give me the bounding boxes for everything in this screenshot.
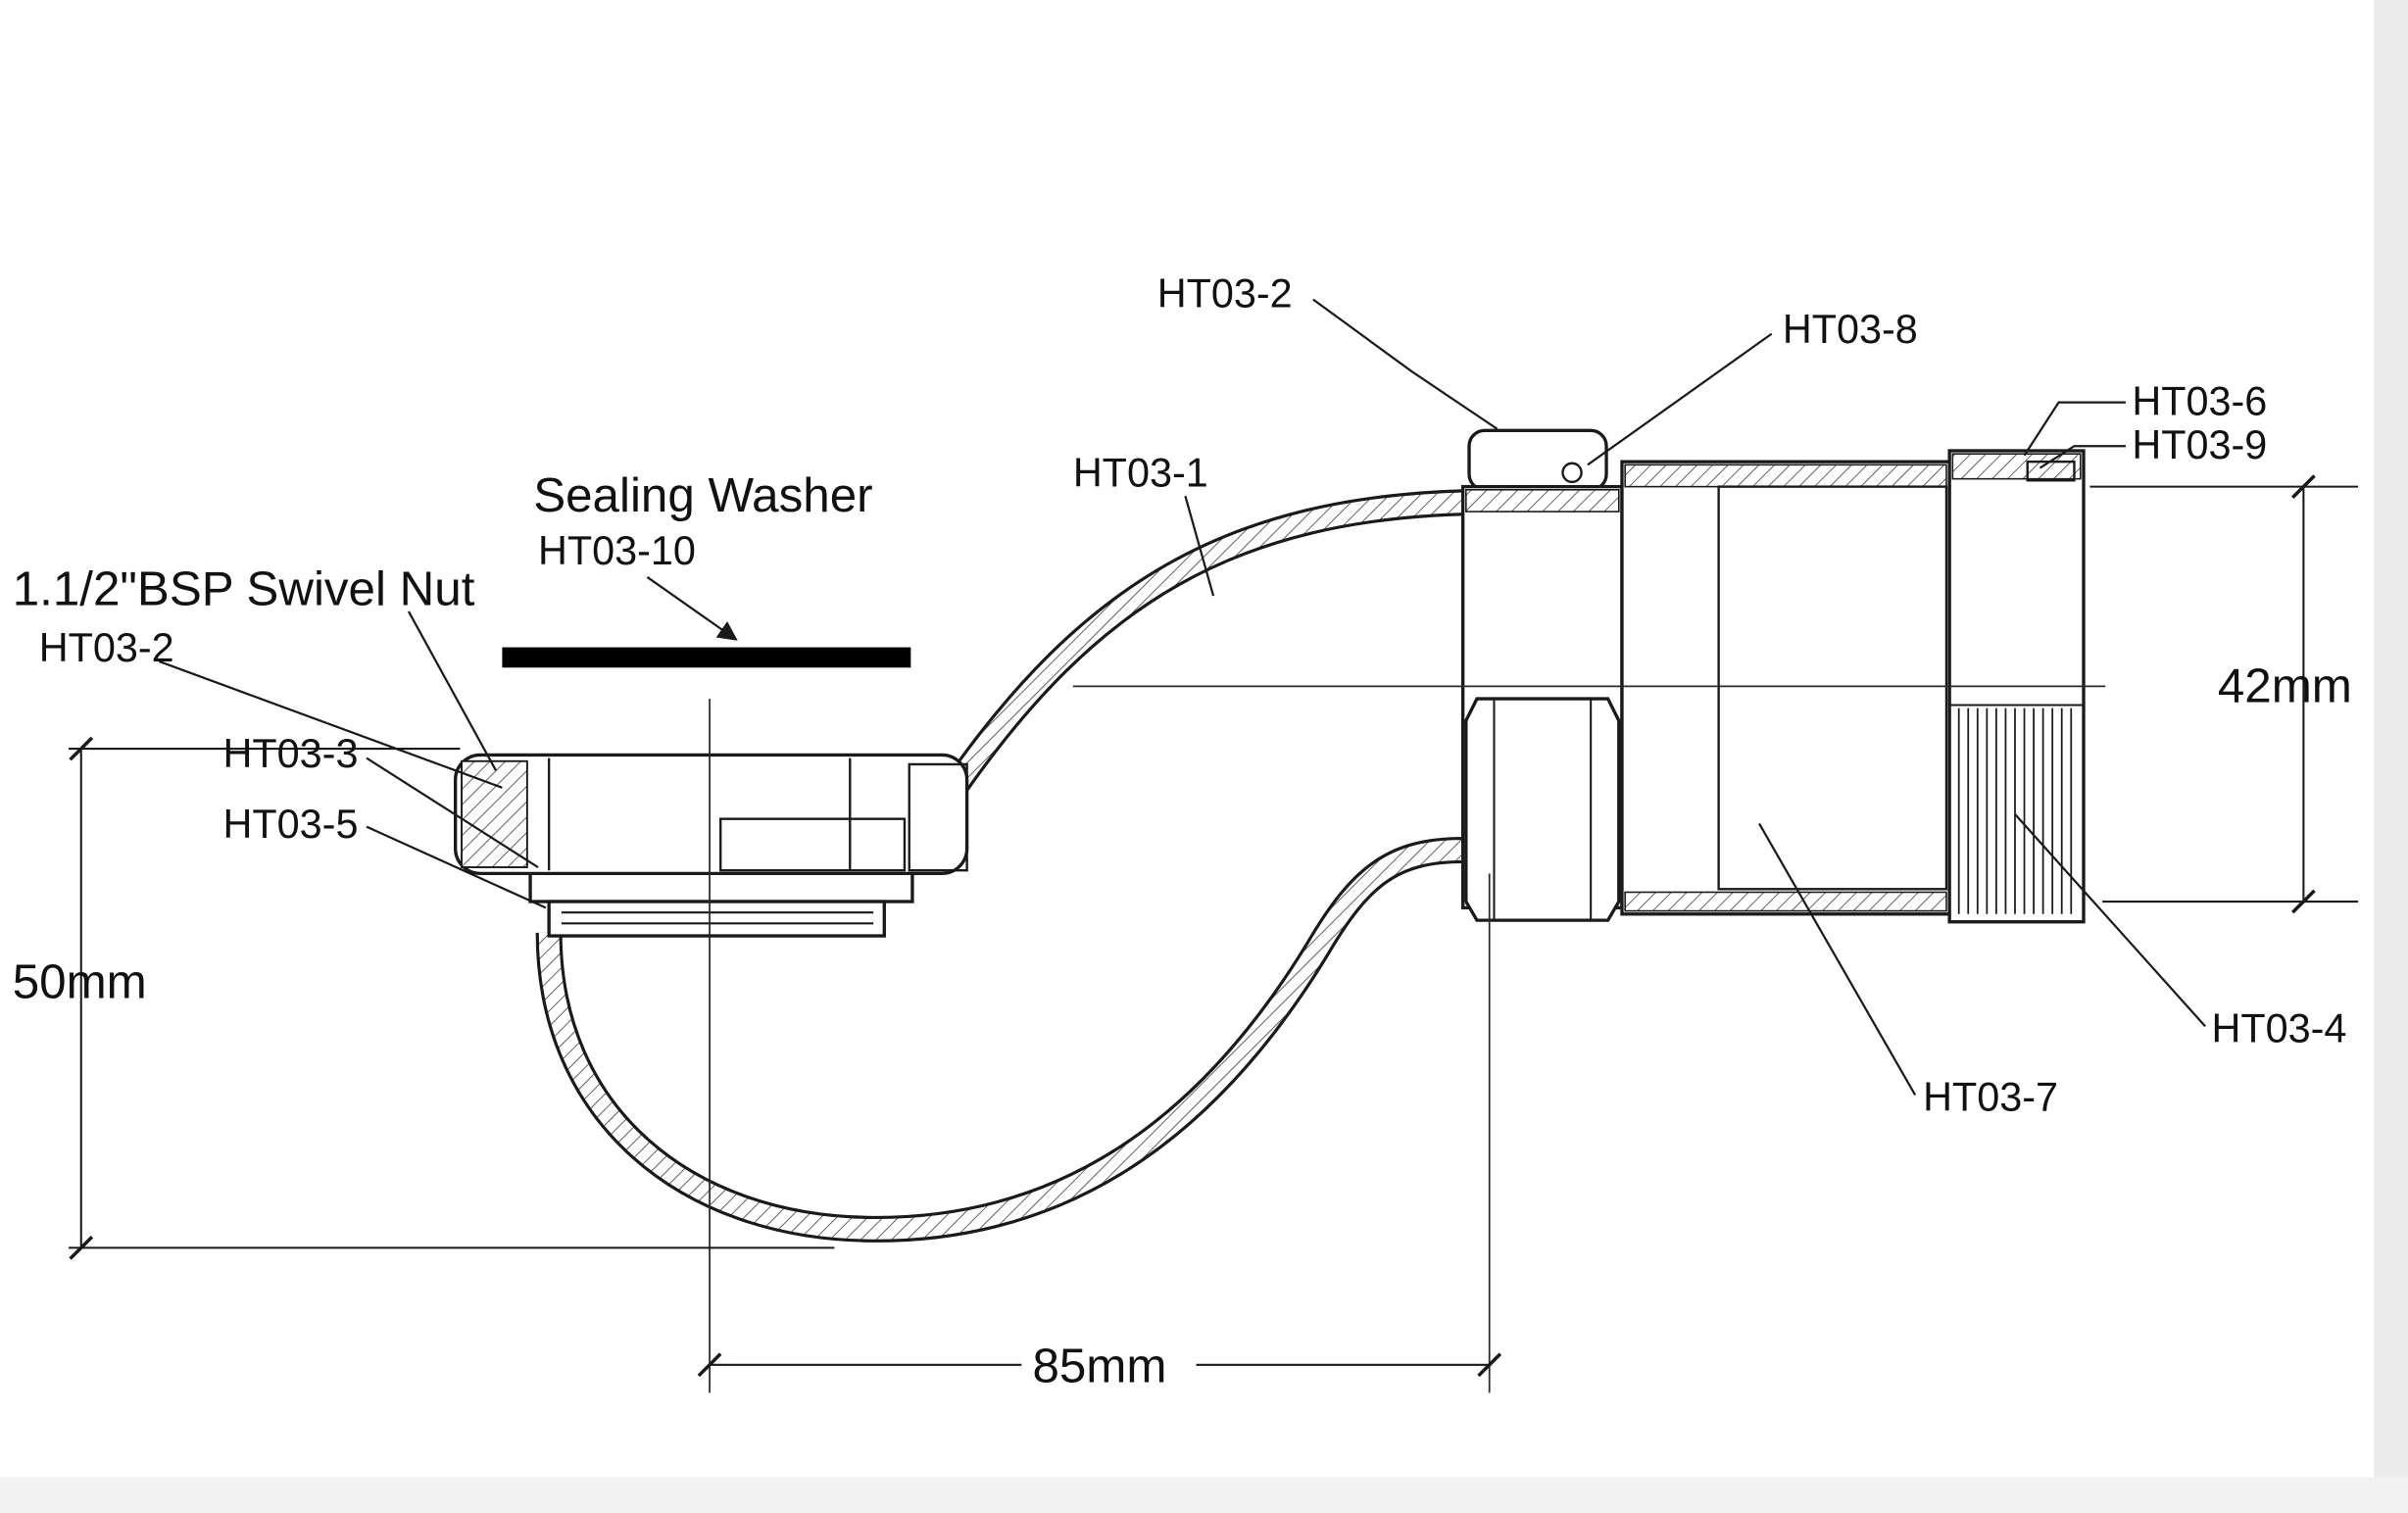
scan-edge-right (2373, 0, 2408, 1513)
leader-ht03-3 (366, 756, 539, 868)
leader-ht03-4 (2014, 813, 2206, 1028)
pipe-upper-wall-hatch (946, 492, 1474, 794)
dimension-42mm: 42mm (2089, 474, 2359, 914)
part-labels: HT03-2 HT03-8 HT03-6 HT03-9 HT03-1 Seali… (13, 271, 2347, 1120)
scan-edge-bottom (0, 1477, 2408, 1513)
dim42-tick-top (2291, 474, 2316, 500)
label-ht03-2-left: HT03-2 (39, 625, 174, 670)
sealing-washer-bar (502, 647, 911, 668)
pipe-lower-wall-hatch (538, 840, 1463, 1240)
label-ht03-10: HT03-10 (538, 528, 696, 573)
cylinder-inner-bore (1717, 485, 1948, 891)
swivel-nut-body (453, 753, 969, 876)
label-ht03-2-top: HT03-2 (1157, 271, 1293, 317)
knurled-ring-top-hatch (1951, 453, 2082, 480)
dim85-tick-right (1477, 1352, 1502, 1378)
leader-ht03-2-left (158, 659, 503, 789)
label-ht03-9: HT03-9 (2132, 422, 2267, 467)
swivel-nut-section-hatch (461, 759, 528, 868)
outlet-swivel-nut-rim (1467, 428, 1608, 492)
outlet-main-cylinder (1620, 460, 1951, 916)
leader-ht03-9 (2039, 445, 2126, 469)
leader-ht03-1 (1184, 495, 1215, 597)
label-ht03-6: HT03-6 (2132, 378, 2267, 423)
outlet-connector-hatch (1465, 489, 1620, 512)
leader-lines (158, 298, 2206, 1096)
outlet-assembly (1460, 428, 2086, 924)
dim85-text-mask (1021, 1329, 1197, 1391)
cylinder-bottom-wall-hatch (1624, 891, 1947, 912)
outlet-hex-nut (1464, 697, 1621, 922)
dim85-tick-left (697, 1352, 722, 1378)
dimension-50mm: 50mm (13, 736, 835, 1260)
label-ht03-4: HT03-4 (2211, 1005, 2346, 1050)
inlet-inner-tube (718, 817, 907, 872)
label-swivel-nut-title: 1.1/2"BSP Swivel Nut (13, 562, 475, 616)
leader-ht03-2-top (1312, 298, 1499, 430)
inlet-tailpiece-upper (528, 868, 914, 903)
dim42-value: 42mm (2218, 659, 2352, 712)
label-ht03-5: HT03-5 (223, 802, 359, 847)
label-ht03-1: HT03-1 (1073, 451, 1208, 496)
dimension-85mm: 85mm (697, 1329, 1502, 1392)
dim50-value: 50mm (13, 955, 147, 1009)
dim42-tick-bottom (2291, 889, 2316, 914)
cylinder-top-wall-hatch (1624, 464, 1947, 488)
label-ht03-7: HT03-7 (1923, 1074, 2058, 1119)
leader-ht03-7 (1758, 822, 1917, 1096)
dim50-tick-bottom (69, 1236, 94, 1260)
inlet-end-cap (908, 762, 968, 872)
dim50-tick-top (69, 736, 94, 761)
leader-swivel-nut-title (407, 610, 498, 771)
dim85-value: 85mm (1032, 1339, 1166, 1392)
label-ht03-8: HT03-8 (1783, 307, 1918, 352)
leader-ht03-10-arrow (646, 576, 738, 641)
leader-ht03-8 (1587, 332, 1773, 466)
inlet-swivel-nut-assembly (453, 647, 969, 938)
label-ht03-3: HT03-3 (223, 731, 359, 776)
trap-pipe-body (535, 489, 1475, 1243)
leader-ht03-5 (366, 825, 547, 909)
inlet-tailpiece-lower (547, 900, 886, 938)
knurl-texture-lines (1957, 708, 2073, 914)
leader-ht03-6 (2023, 401, 2126, 457)
label-sealing-washer-title: Sealing Washer (533, 468, 872, 522)
o-ring-seal (1561, 462, 1583, 484)
